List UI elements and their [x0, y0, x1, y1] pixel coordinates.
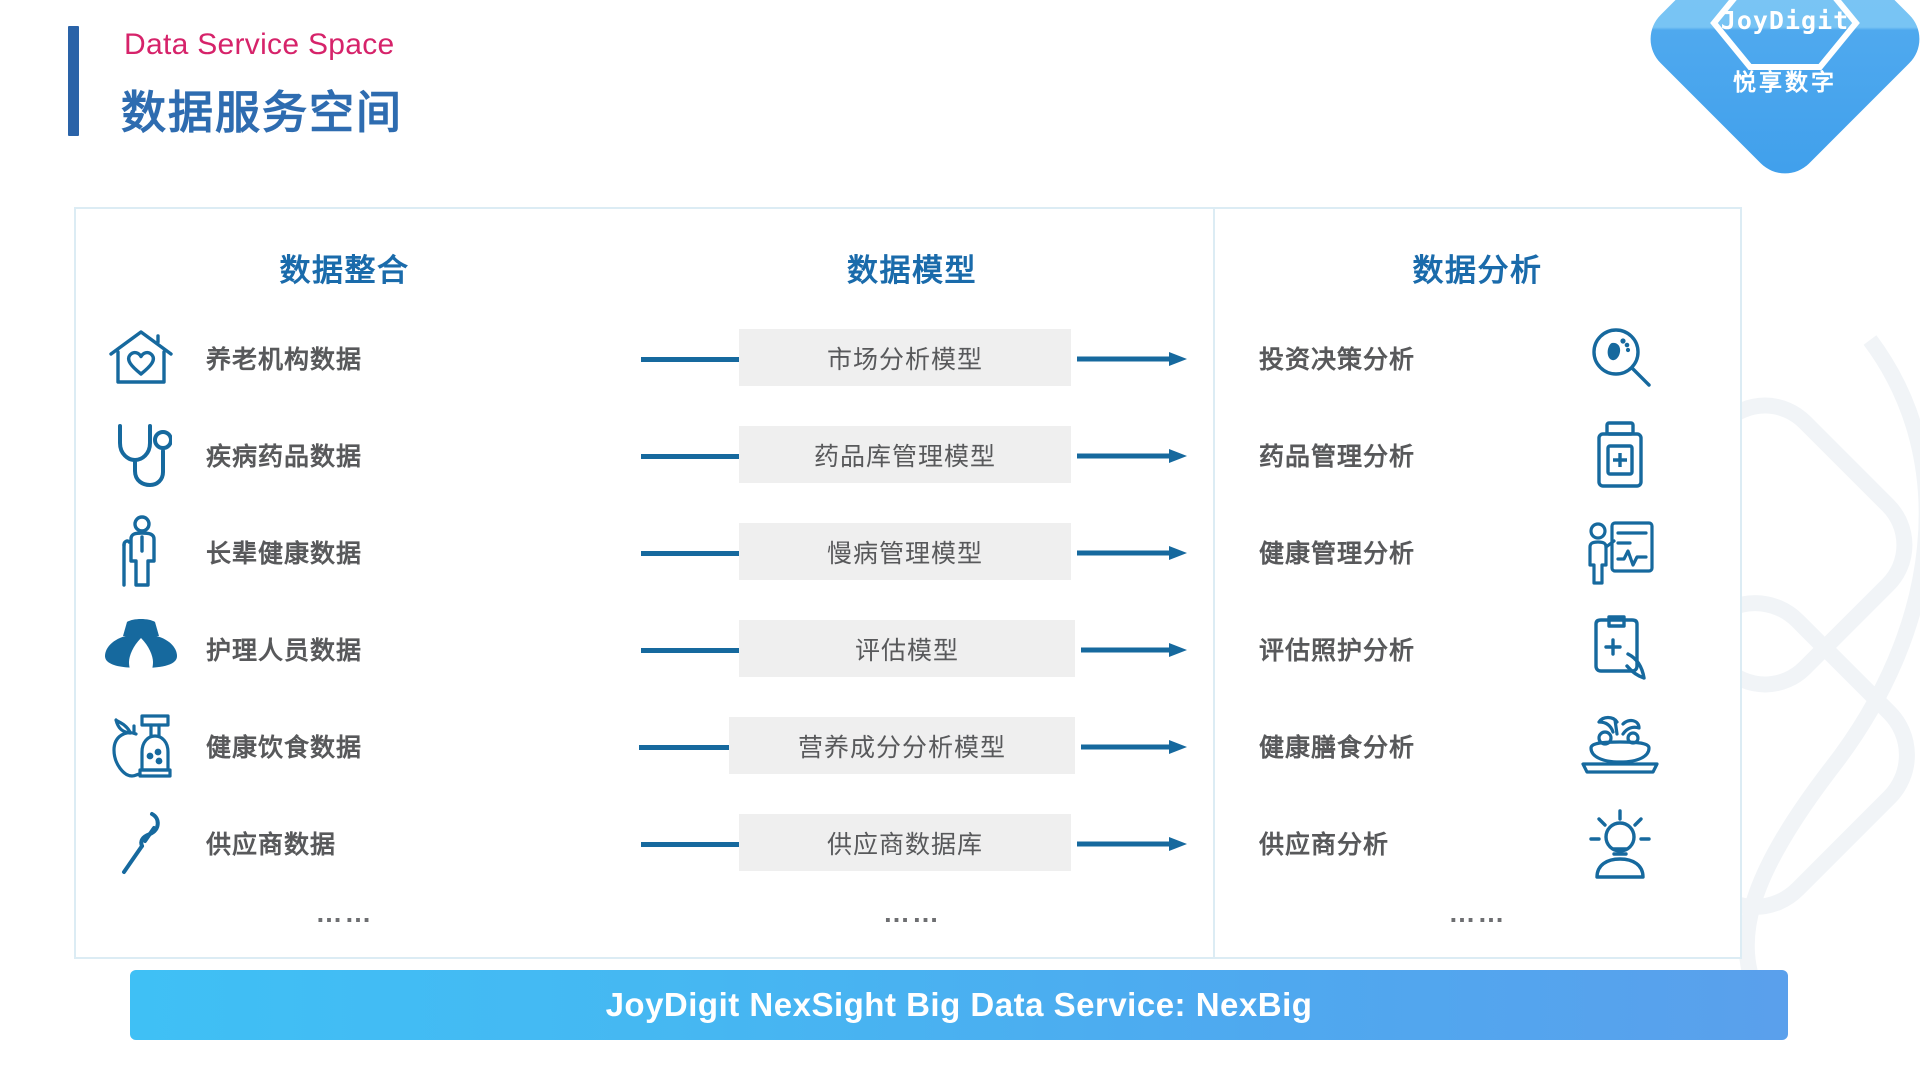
model-box[interactable]: 营养成分分析模型 [729, 717, 1075, 774]
model-box[interactable]: 市场分析模型 [739, 329, 1071, 386]
logo-content: JoyDigit 悦享数字 [1680, 0, 1890, 144]
connector-line [641, 454, 739, 459]
salad-plate-icon [1550, 714, 1690, 778]
supplier-tool-icon [76, 808, 206, 878]
health-chart-icon [1550, 517, 1690, 587]
list-item-label: 评估照护分析 [1259, 636, 1416, 665]
arrow-right-icon [1077, 448, 1187, 464]
list-item[interactable]: 健康管理分析 [1215, 503, 1740, 600]
apple-food-icon [76, 712, 206, 780]
arrow-right-icon [1077, 351, 1187, 367]
connector-line [641, 357, 739, 362]
column-title-middle: 数据模型 [847, 253, 977, 288]
model-box[interactable]: 药品库管理模型 [739, 426, 1071, 483]
connector-line [641, 551, 739, 556]
list-item[interactable]: 供应商数据 [76, 794, 613, 891]
left-more-indicator: …… [315, 898, 374, 928]
list-item[interactable]: 长辈健康数据 [76, 503, 613, 600]
list-item-label: 养老机构数据 [206, 345, 363, 374]
joydigit-logo[interactable]: JoyDigit 悦享数字 [1636, 0, 1920, 188]
page-header: Data Service Space 数据服务空间 [0, 0, 1920, 175]
model-box[interactable]: 慢病管理模型 [739, 523, 1071, 580]
logo-wordmark: JoyDigit [1720, 5, 1850, 35]
list-item-label: 药品管理分析 [1259, 442, 1416, 471]
foot-magnifier-icon [1550, 325, 1690, 391]
list-item[interactable]: 投资决策分析 [1215, 309, 1740, 406]
banner-text: JoyDigit NexSight Big Data Service: NexB… [605, 986, 1313, 1023]
clipboard-plus-icon [1550, 614, 1690, 684]
stethoscope-icon [76, 421, 206, 489]
header-accent-bar [68, 26, 79, 136]
header-english-title: Data Service Space [124, 28, 395, 61]
connector-line [641, 648, 739, 653]
middle-more-indicator: …… [883, 898, 941, 928]
list-item-label: 健康管理分析 [1259, 539, 1416, 568]
list-item[interactable]: 供应商数据库 [611, 794, 1213, 891]
list-item-label: 护理人员数据 [206, 636, 363, 665]
list-item-label: 供应商数据 [206, 830, 337, 859]
panel-data-integration: 数据整合 养老机构数据 [74, 207, 615, 959]
hexagon-outline-icon [1710, 0, 1860, 70]
list-item[interactable]: 评估模型 [611, 600, 1213, 697]
column-title-right: 数据分析 [1412, 253, 1543, 288]
person-bulb-icon [1550, 807, 1690, 879]
list-item-label: 健康饮食数据 [206, 733, 363, 762]
list-item[interactable]: 供应商分析 [1215, 794, 1740, 891]
list-item-label: 健康膳食分析 [1259, 733, 1416, 762]
model-box[interactable]: 评估模型 [739, 620, 1075, 677]
arrow-right-icon [1081, 642, 1187, 658]
list-item-label: 供应商分析 [1259, 830, 1390, 859]
page-title: 数据服务空间 [121, 87, 404, 138]
list-item[interactable]: 疾病药品数据 [76, 406, 613, 503]
column-title-left: 数据整合 [279, 253, 410, 288]
list-item[interactable]: 健康膳食分析 [1215, 697, 1740, 794]
list-item[interactable]: 护理人员数据 [76, 600, 613, 697]
panel-data-model: 数据模型 市场分析模型 药品库管理模型 慢病 [611, 207, 1213, 959]
nurse-icon [76, 618, 206, 680]
list-item-label: 投资决策分析 [1259, 345, 1416, 374]
house-heart-icon [76, 326, 206, 390]
elder-person-icon [76, 514, 206, 589]
arrow-right-icon [1081, 739, 1187, 755]
connector-line [639, 745, 729, 750]
list-item[interactable]: 市场分析模型 [611, 309, 1213, 406]
medicine-bottle-icon [1550, 420, 1690, 490]
arrow-right-icon [1077, 836, 1187, 852]
model-box[interactable]: 供应商数据库 [739, 814, 1071, 871]
list-item[interactable]: 营养成分分析模型 [611, 697, 1213, 794]
right-items-list: 投资决策分析 药品管理分析 [1215, 309, 1740, 891]
list-item[interactable]: 养老机构数据 [76, 309, 613, 406]
bottom-banner: JoyDigit NexSight Big Data Service: NexB… [130, 970, 1788, 1040]
list-item[interactable]: 慢病管理模型 [611, 503, 1213, 600]
middle-items-list: 市场分析模型 药品库管理模型 慢病管理模型 [611, 309, 1213, 891]
list-item-label: 疾病药品数据 [206, 442, 363, 471]
list-item[interactable]: 药品管理分析 [1215, 406, 1740, 503]
connector-line [641, 842, 739, 847]
panel-data-analysis: 数据分析 投资决策分析 药品 [1213, 207, 1742, 959]
right-more-indicator: …… [1448, 898, 1507, 928]
logo-hexagon: JoyDigit [1710, 0, 1860, 70]
list-item[interactable]: 健康饮食数据 [76, 697, 613, 794]
arrow-right-icon [1077, 545, 1187, 561]
logo-subtitle: 悦享数字 [1733, 69, 1837, 95]
list-item[interactable]: 药品库管理模型 [611, 406, 1213, 503]
list-item[interactable]: 评估照护分析 [1215, 600, 1740, 697]
list-item-label: 长辈健康数据 [206, 539, 363, 568]
left-items-list: 养老机构数据 疾病药品数据 [76, 309, 613, 891]
